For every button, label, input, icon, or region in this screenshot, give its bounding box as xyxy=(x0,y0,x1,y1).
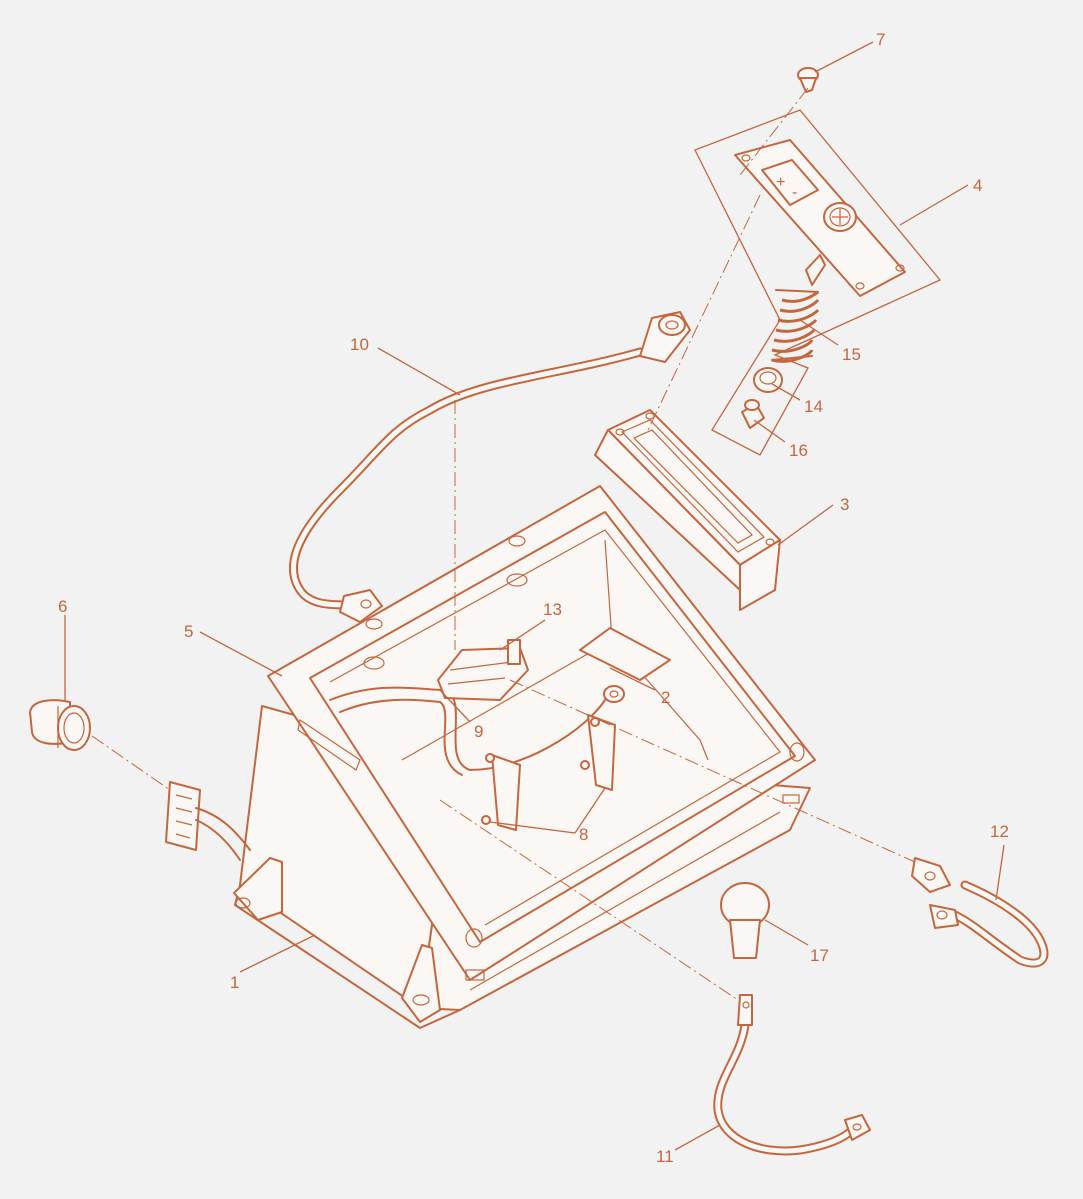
leader-lines xyxy=(64,41,1005,1151)
callout-numbers: 1 2 3 4 5 6 7 8 9 10 11 12 13 14 15 16 1… xyxy=(58,30,1009,1166)
stud xyxy=(741,399,765,429)
terminal-boot xyxy=(720,882,770,959)
plus-symbol: + xyxy=(776,174,785,191)
callout-17: 17 xyxy=(810,946,829,965)
minus-symbol: - xyxy=(792,184,797,201)
battery-pad xyxy=(579,627,671,681)
callout-7: 7 xyxy=(876,30,885,49)
rear-bracket xyxy=(594,409,781,611)
relay-body xyxy=(437,647,529,701)
callout-1: 1 xyxy=(230,973,239,992)
cable-10 xyxy=(289,311,691,623)
grommet xyxy=(29,699,91,751)
callout-4: 4 xyxy=(973,176,982,195)
top-frame xyxy=(267,485,816,981)
mounting-clips xyxy=(481,714,616,831)
cable-12 xyxy=(911,857,1049,968)
callout-13: 13 xyxy=(543,600,562,619)
side-connector xyxy=(165,781,251,861)
callout-8: 8 xyxy=(579,825,588,844)
callout-15: 15 xyxy=(842,345,861,364)
callout-9: 9 xyxy=(474,722,483,741)
callout-12: 12 xyxy=(990,822,1009,841)
callout-14: 14 xyxy=(804,397,823,416)
callout-2: 2 xyxy=(661,688,670,707)
callout-16: 16 xyxy=(789,441,808,460)
spring xyxy=(771,289,820,363)
internal-harness xyxy=(329,639,625,776)
callout-11: 11 xyxy=(656,1147,674,1166)
terminal-plate-group: + - xyxy=(694,109,942,456)
cable-11 xyxy=(713,994,871,1156)
callout-6: 6 xyxy=(58,597,67,616)
nut xyxy=(753,367,783,393)
callout-3: 3 xyxy=(840,495,849,514)
callout-10: 10 xyxy=(350,335,369,354)
screw xyxy=(797,67,819,93)
callout-5: 5 xyxy=(184,622,193,641)
assembly-centerlines xyxy=(91,87,916,1001)
